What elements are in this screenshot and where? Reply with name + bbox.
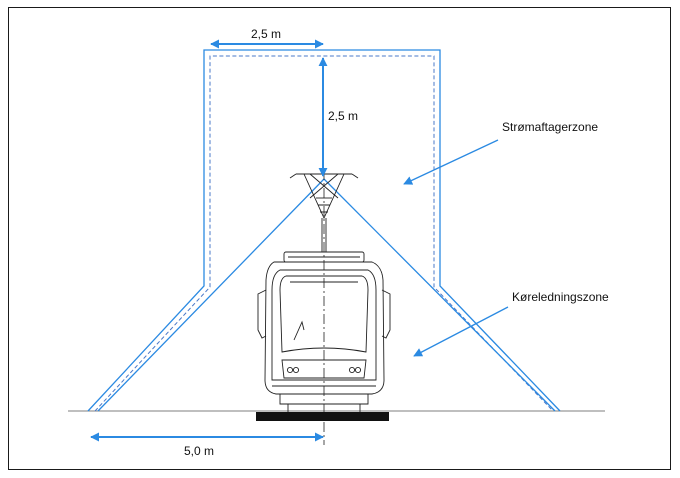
rail-bed — [256, 412, 389, 421]
catenary-zone-pointer — [413, 306, 509, 357]
height-label: 2,5 m — [328, 109, 358, 123]
pantograph-zone-label: Strømaftagerzone — [502, 120, 598, 134]
top-width-label: 2,5 m — [251, 27, 281, 41]
catenary-zone-left-line — [97, 178, 325, 412]
pantograph-zone-pointer — [403, 139, 499, 185]
zone-boundary-solid — [87, 49, 561, 412]
catenary-zone-label: Køreledningszone — [512, 290, 609, 304]
tram-front — [257, 251, 391, 412]
diagram-frame — [8, 7, 671, 470]
catenary-zone-right-line — [323, 178, 556, 412]
bottom-width-label: 5,0 m — [184, 444, 214, 458]
